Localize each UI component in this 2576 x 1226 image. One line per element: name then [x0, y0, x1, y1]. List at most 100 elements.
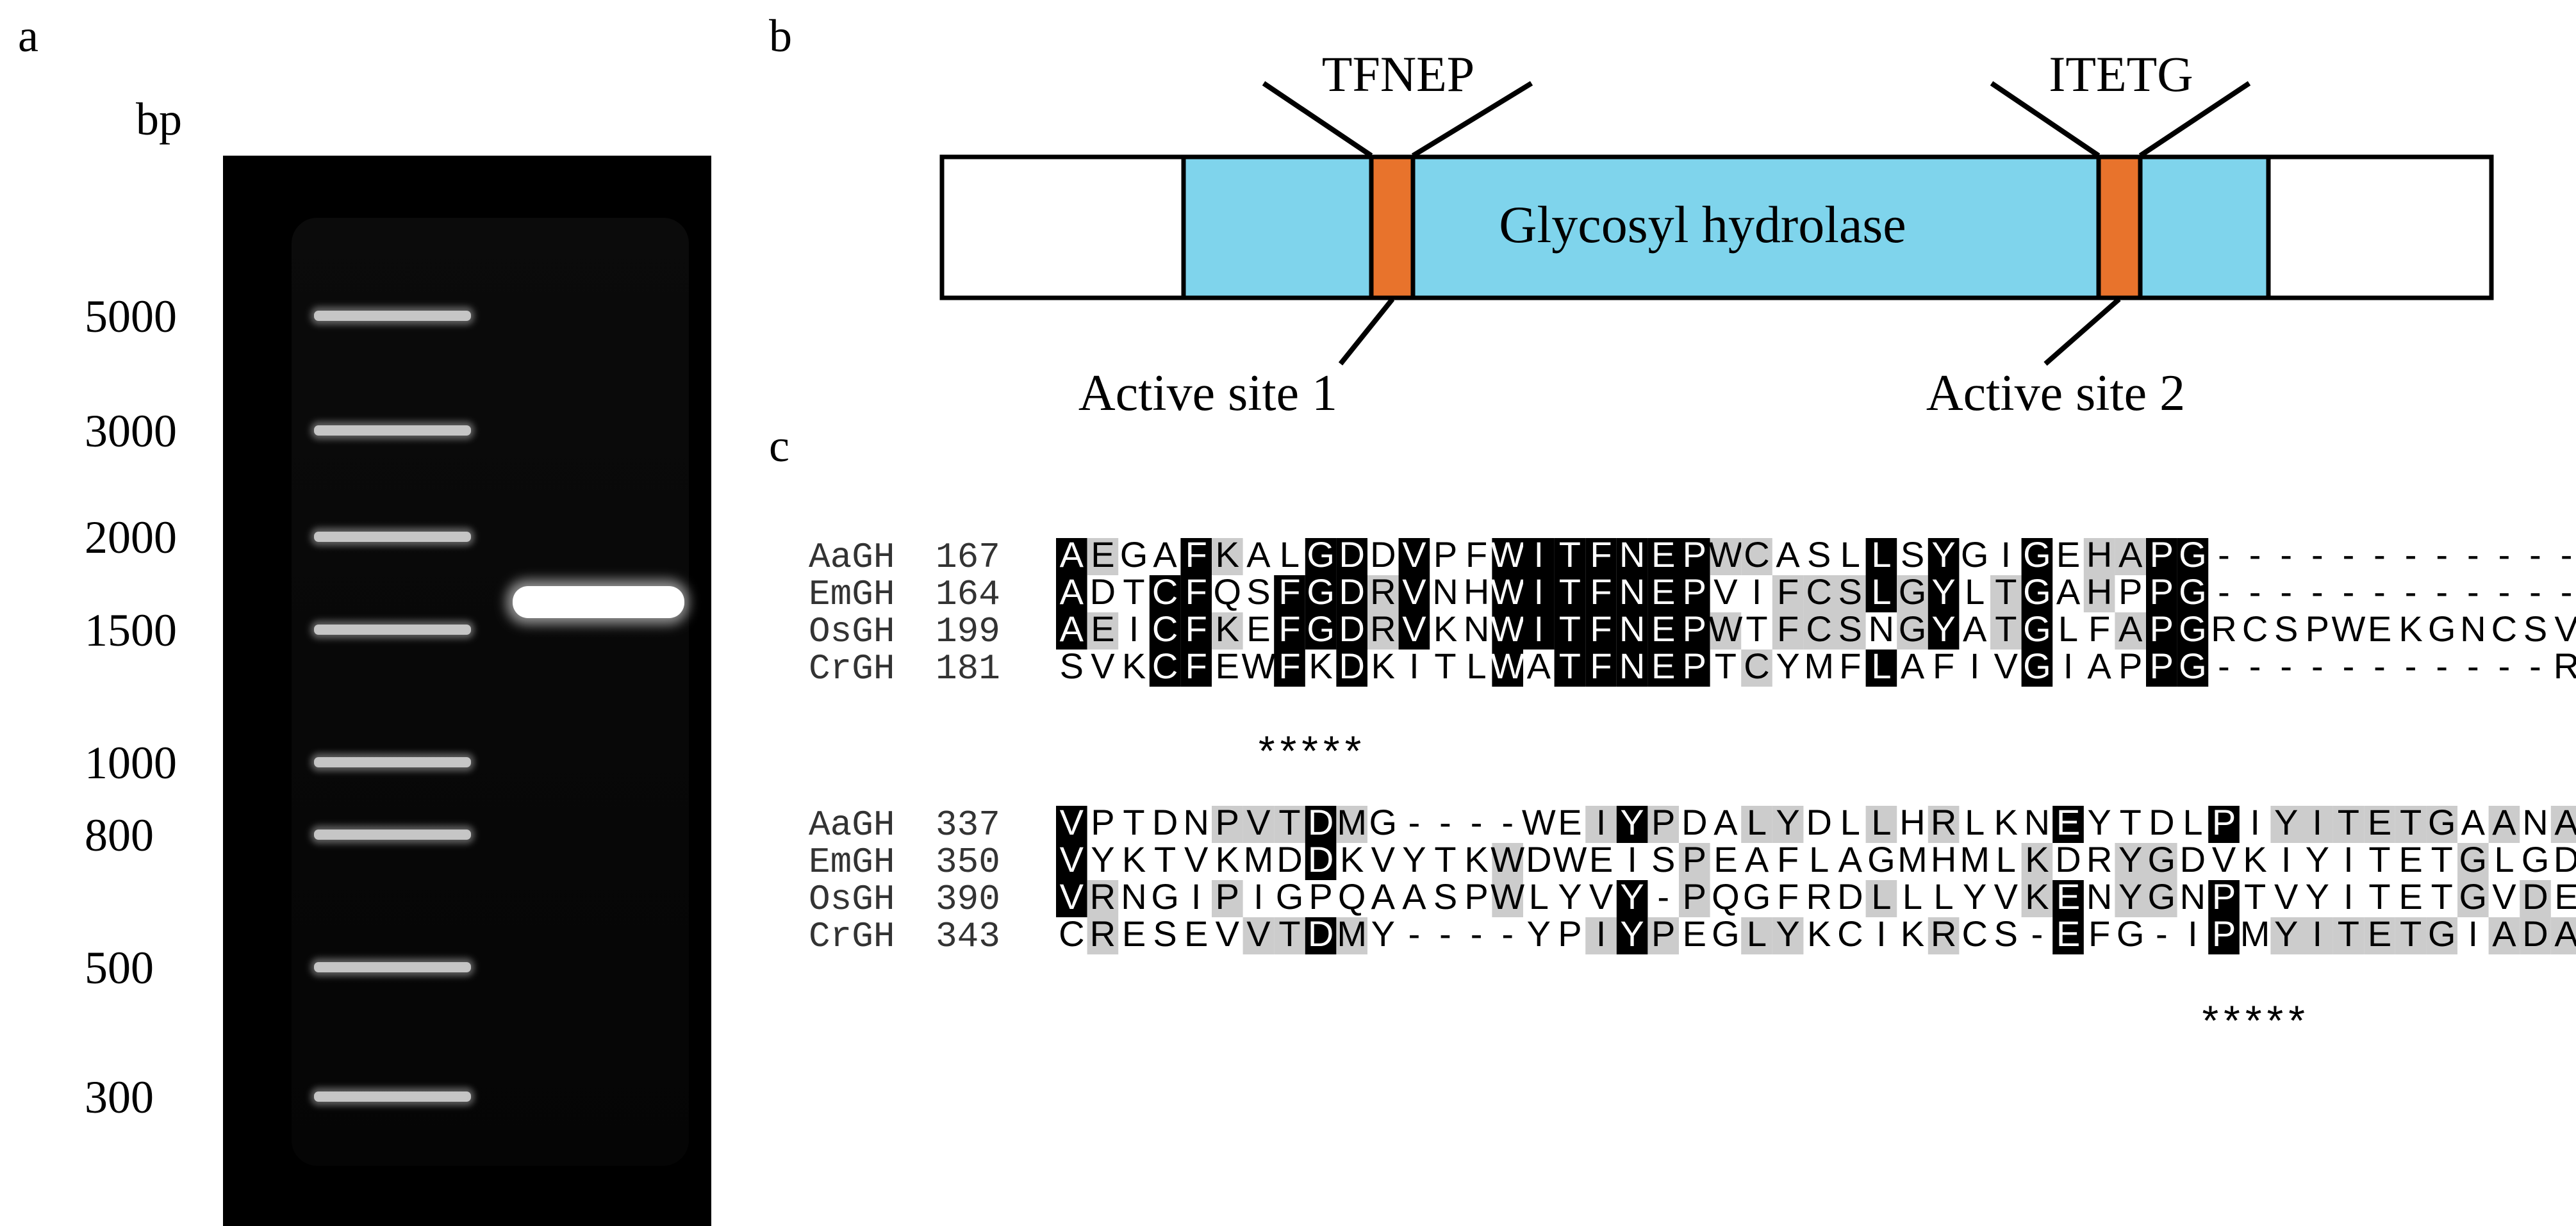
- residue: Y: [1931, 534, 1955, 575]
- residue: G: [1276, 876, 1304, 917]
- residue: I: [1534, 609, 1544, 649]
- residue-shade: [2115, 538, 2146, 575]
- residue: K: [1309, 646, 1332, 686]
- residue: -: [1471, 913, 1483, 954]
- residue: G: [1899, 571, 1927, 612]
- residue-shade: [1056, 806, 1087, 843]
- residue: L: [1467, 646, 1487, 686]
- residue-shade: [1398, 575, 1430, 612]
- residue-shade: [1865, 806, 1897, 843]
- residue: L: [1280, 534, 1300, 575]
- residue: Y: [1402, 839, 1426, 879]
- residue: T: [2338, 802, 2359, 842]
- residue: G: [2023, 609, 2051, 649]
- residue: G: [1961, 534, 1989, 575]
- residue: W: [1522, 802, 1556, 842]
- residue: -: [2249, 646, 2261, 686]
- residue-shade: [2115, 612, 2146, 650]
- residue: P: [2212, 802, 2236, 842]
- residue: I: [2063, 646, 2074, 686]
- residue: T: [1123, 802, 1144, 842]
- residue: E: [2368, 913, 2391, 954]
- residue: D: [1308, 839, 1333, 879]
- residue: F: [1777, 839, 1799, 879]
- motif1-callout: [1262, 81, 1533, 158]
- residue: D: [1152, 802, 1178, 842]
- residue-shade: [1056, 843, 1087, 880]
- residue: Y: [1620, 802, 1644, 842]
- residue: A: [2118, 609, 2143, 649]
- residue: V: [1184, 839, 1209, 879]
- residue: A: [1713, 802, 1738, 842]
- residue-shade: [1180, 538, 1212, 575]
- residue: I: [2468, 913, 2479, 954]
- residue: L: [1747, 802, 1767, 842]
- residue-shade: [1180, 650, 1212, 687]
- sample-band: [506, 580, 689, 625]
- residue: G: [1151, 876, 1179, 917]
- sequence-start: 164: [936, 574, 1000, 615]
- residue: -: [2280, 646, 2292, 686]
- residue-shade: [1803, 612, 1835, 650]
- residue: V: [1994, 646, 2019, 686]
- residue: A: [1060, 534, 1084, 575]
- residue: P: [1683, 534, 1706, 575]
- residue: E: [2056, 802, 2080, 842]
- residue: Y: [1558, 876, 1581, 917]
- residue-shade: [2520, 917, 2551, 954]
- ladder-band: [314, 757, 471, 767]
- residue-shade: [1336, 612, 1367, 650]
- residue: M: [1804, 646, 1834, 686]
- sequence-start: 167: [936, 537, 1000, 578]
- residue-shade: [2488, 917, 2520, 954]
- residue-shade: [1647, 538, 1679, 575]
- residue: R: [2211, 609, 2236, 649]
- residue-shade: [1616, 880, 1648, 917]
- residue: K: [1901, 913, 1924, 954]
- residue: T: [1123, 571, 1144, 612]
- residue: C: [1744, 646, 1769, 686]
- residue: -: [2498, 646, 2511, 686]
- residue: D: [2522, 913, 2548, 954]
- residue: P: [2306, 609, 2329, 649]
- residue-shade: [1741, 538, 1772, 575]
- residue: V: [1589, 876, 1614, 917]
- residue: T: [2431, 839, 2453, 879]
- residue: E: [1216, 646, 1239, 686]
- residue: Q: [1712, 876, 1740, 917]
- residue: K: [1994, 802, 2018, 842]
- residue: E: [1184, 913, 1208, 954]
- residue-shade: [2052, 806, 2084, 843]
- residue-shade: [1274, 917, 1305, 954]
- residue: T: [2368, 839, 2390, 879]
- residue-shade: [2208, 917, 2240, 954]
- residue-shade: [2021, 843, 2053, 880]
- residue: W: [1490, 876, 1524, 917]
- residue-shade: [2177, 575, 2209, 612]
- residue: L: [1965, 802, 1985, 842]
- residue-shade: [1897, 612, 1928, 650]
- residue: P: [2150, 571, 2174, 612]
- ladder-band: [314, 425, 471, 436]
- residue: T: [1154, 839, 1176, 879]
- residue: E: [2368, 609, 2391, 649]
- residue: -: [2467, 646, 2479, 686]
- residue: P: [1683, 646, 1706, 686]
- residue: T: [1559, 609, 1581, 649]
- residue: N: [2522, 802, 2548, 842]
- residue: G: [1867, 839, 1895, 879]
- residue-shade: [2302, 806, 2333, 843]
- residue: N: [2086, 876, 2112, 917]
- ladder-label: 2000: [85, 512, 177, 563]
- residue: A: [1060, 571, 1084, 612]
- residue: C: [1806, 609, 1831, 649]
- residue: -: [2529, 571, 2541, 612]
- residue-shade: [1585, 917, 1617, 954]
- sequence-start: 199: [936, 611, 1000, 652]
- active-site-1-marker: [1369, 154, 1416, 300]
- residue-shade: [1616, 806, 1648, 843]
- motif2-label: ITETG: [2049, 46, 2193, 102]
- residue-shade: [1056, 538, 1087, 575]
